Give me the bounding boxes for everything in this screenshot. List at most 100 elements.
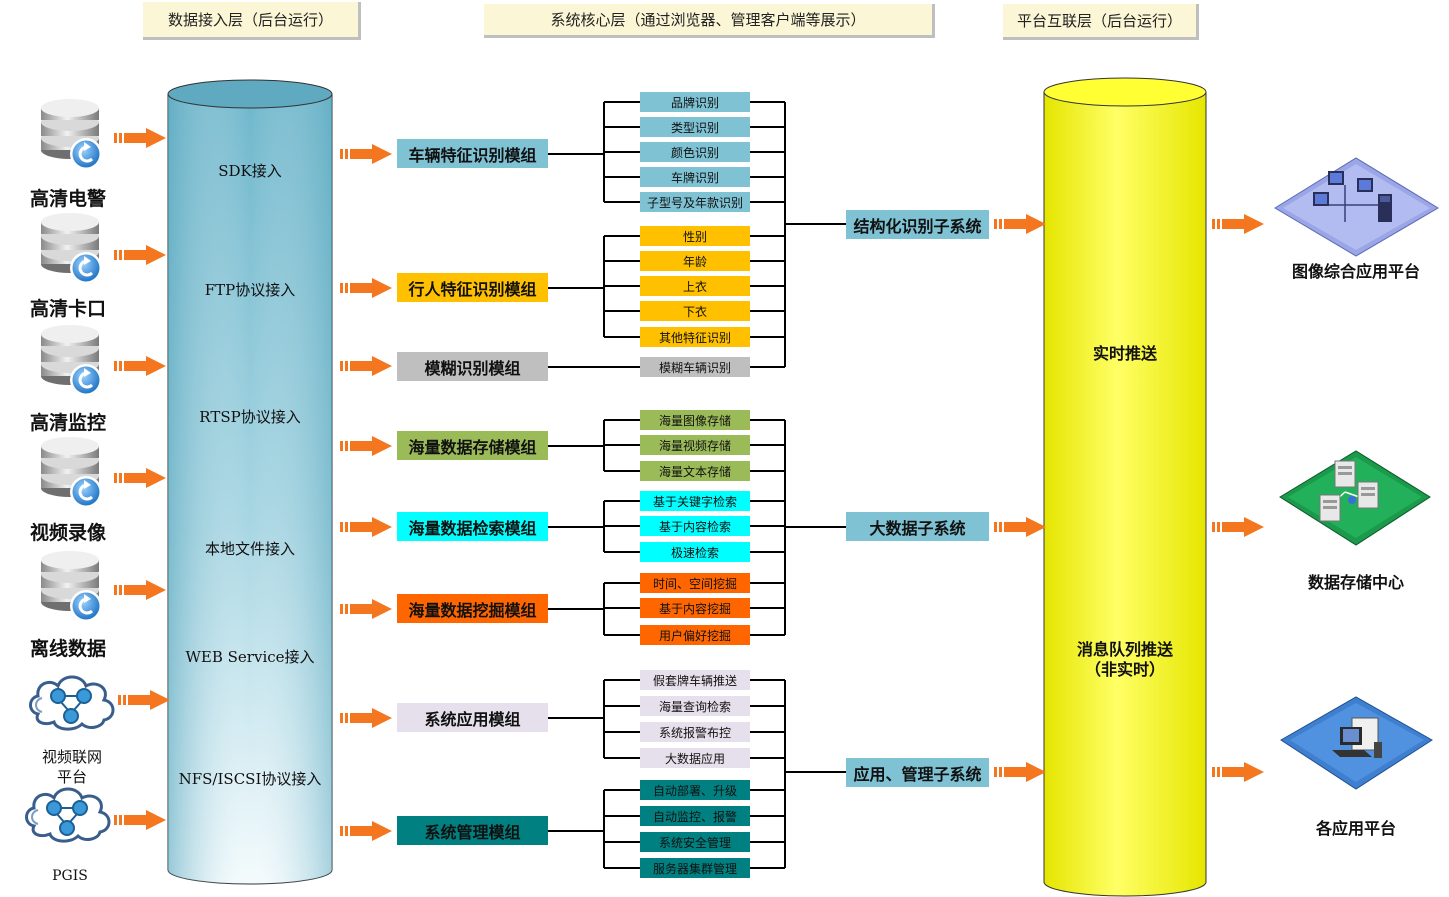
sub-item: 基于内容检索 (640, 516, 750, 536)
sub-item: 海量图像存储 (640, 410, 750, 430)
source-arrow (114, 580, 166, 600)
sub-item: 其他特征识别 (640, 327, 750, 347)
layer-title-core: 系统核心层（通过浏览器、管理客户端等展示） (484, 4, 935, 38)
subsystem-arrow (994, 762, 1046, 782)
subsystem-big-data: 大数据子系统 (846, 512, 989, 541)
sub-item: 性别 (640, 226, 750, 246)
source-label-line: 平台 (56, 768, 87, 786)
source-label: 视频联网 平台 (22, 747, 122, 787)
sub-item: 海量查询检索 (640, 696, 750, 716)
destination-label: 图像综合应用平台 (1291, 262, 1420, 281)
source-arrow (114, 128, 166, 148)
module-fuzzy-recognition: 模糊识别模组 (397, 352, 548, 381)
source-label: 高清监控 (29, 412, 106, 434)
queue-push-line: （非实时） (1084, 660, 1165, 679)
source-arrow (114, 245, 166, 265)
module-connectors (548, 101, 640, 869)
source-label: 高清卡口 (29, 298, 106, 320)
module-data-mining: 海量数据挖掘模组 (397, 594, 548, 623)
storage-servers-icon (1279, 450, 1431, 546)
source-arrow (114, 468, 166, 488)
database-server-icon (39, 549, 104, 624)
realtime-push-label: 实时推送 (1092, 344, 1157, 363)
network-cloud-icon (25, 787, 111, 843)
protocol-label: FTP协议接入 (204, 281, 296, 299)
module-arrow (340, 356, 392, 376)
layer-title-access: 数据接入层（后台运行） (143, 2, 361, 40)
protocol-label: SDK接入 (218, 162, 282, 180)
module-vehicle-recognition: 车辆特征识别模组 (397, 139, 548, 168)
destination-label: 各应用平台 (1315, 819, 1396, 838)
source-arrow (118, 690, 170, 710)
sub-item: 自动监控、报警 (640, 806, 750, 826)
sub-item: 海量视频存储 (640, 435, 750, 455)
sub-item: 上衣 (640, 276, 750, 296)
module-system-application: 系统应用模组 (397, 703, 548, 732)
sub-item: 用户偏好挖掘 (640, 625, 750, 645)
sub-item: 基于内容挖掘 (640, 598, 750, 618)
network-cloud-icon (29, 675, 115, 731)
module-arrow (340, 708, 392, 728)
sub-item: 模糊车辆识别 (640, 357, 750, 377)
database-server-icon (39, 323, 104, 398)
source-label-line: 视频联网 (41, 748, 102, 766)
sub-item: 极速检索 (640, 542, 750, 562)
database-server-icon (39, 435, 104, 510)
sub-item: 颜色识别 (640, 142, 750, 162)
source-label: PGIS (52, 868, 88, 884)
sub-item: 车牌识别 (640, 167, 750, 187)
destination-arrow (1212, 214, 1264, 234)
module-arrow (340, 278, 392, 298)
database-server-icon (39, 97, 104, 172)
source-arrow (114, 356, 166, 376)
sub-item: 系统报警布控 (640, 722, 750, 742)
sub-item: 类型识别 (640, 117, 750, 137)
sub-item: 基于关键字检索 (640, 491, 750, 511)
subsystem-connectors (750, 101, 846, 869)
source-label: 离线数据 (29, 638, 106, 660)
sub-item: 系统安全管理 (640, 832, 750, 852)
sub-item: 时间、空间挖掘 (640, 573, 750, 593)
sub-item: 年龄 (640, 251, 750, 271)
source-arrow (114, 810, 166, 830)
destination-label: 数据存储中心 (1307, 573, 1404, 592)
module-arrow (340, 144, 392, 164)
protocol-label: RTSP协议接入 (199, 408, 301, 426)
database-server-icon (39, 211, 104, 286)
sub-item: 服务器集群管理 (640, 858, 750, 878)
sub-item: 自动部署、升级 (640, 780, 750, 800)
module-arrow (340, 436, 392, 456)
computer-network-icon (1274, 157, 1439, 257)
sub-item: 下衣 (640, 301, 750, 321)
layer-title-interconnect: 平台互联层（后台运行） (1003, 4, 1199, 40)
destination-arrow (1212, 762, 1264, 782)
push-layer-cylinder (1043, 77, 1207, 897)
protocol-label: 本地文件接入 (204, 540, 295, 558)
module-arrow (340, 517, 392, 537)
destination-arrow (1212, 517, 1264, 537)
subsystem-structured-recognition: 结构化识别子系统 (846, 210, 989, 239)
subsystem-arrow (994, 517, 1046, 537)
module-data-storage: 海量数据存储模组 (397, 431, 548, 460)
module-data-retrieval: 海量数据检索模组 (397, 512, 548, 541)
sub-item: 子型号及年款识别 (640, 192, 750, 212)
module-pedestrian-recognition: 行人特征识别模组 (397, 273, 548, 302)
subsystem-arrow (994, 214, 1046, 234)
protocol-label: NFS/ISCSI协议接入 (178, 770, 322, 788)
module-system-management: 系统管理模组 (397, 816, 548, 845)
queue-push-line: 消息队列推送 (1076, 640, 1173, 659)
module-arrow (340, 821, 392, 841)
subsystem-app-management: 应用、管理子系统 (846, 758, 989, 787)
protocol-label: WEB Service接入 (185, 648, 315, 666)
sub-item: 品牌识别 (640, 92, 750, 112)
source-label: 高清电警 (29, 188, 106, 210)
sub-item: 大数据应用 (640, 748, 750, 768)
module-arrow (340, 599, 392, 619)
workstation-icon (1280, 696, 1433, 790)
queue-push-label: 消息队列推送 （非实时） (1044, 640, 1206, 680)
sub-item: 假套牌车辆推送 (640, 670, 750, 690)
source-label: 视频录像 (29, 522, 106, 544)
access-layer-cylinder (167, 79, 333, 885)
sub-item: 海量文本存储 (640, 461, 750, 481)
